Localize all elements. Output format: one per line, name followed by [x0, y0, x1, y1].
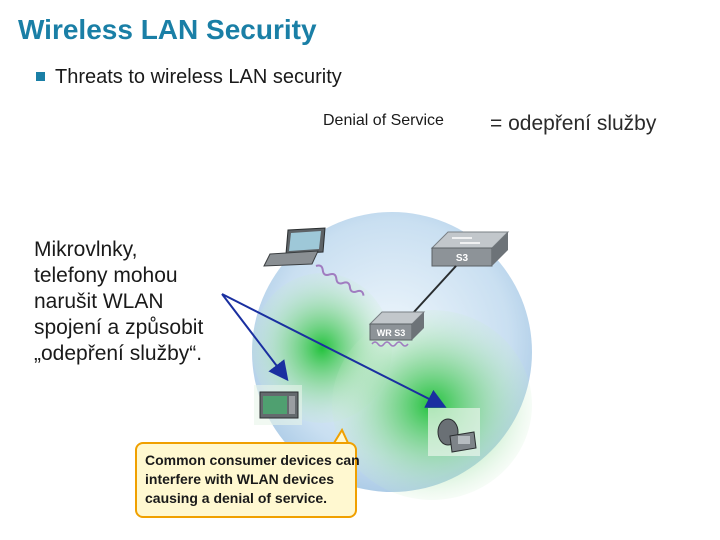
side-note-line: telefony mohou — [34, 264, 178, 287]
microwave-icon — [254, 385, 302, 425]
callout-line: interfere with WLAN devices — [145, 471, 335, 487]
diagram-title: Denial of Service — [323, 112, 444, 129]
translation-note: = odepření služby — [490, 112, 657, 135]
bullet-square-icon — [36, 72, 45, 81]
phone-icon — [428, 408, 480, 456]
wireless-signal-icon — [315, 264, 365, 296]
callout-line: Common consumer devices can — [145, 452, 360, 468]
bullet-item: Threats to wireless LAN security — [36, 66, 342, 89]
slide-title: Wireless LAN Security — [18, 14, 317, 45]
side-note-line: narušit WLAN — [34, 290, 164, 313]
switch-icon: S3 — [430, 231, 510, 267]
callout-line: causing a denial of service. — [145, 490, 328, 506]
side-note-line: „odepření služby“. — [34, 342, 203, 365]
switch-router-link — [413, 265, 457, 313]
interference-zone-right — [332, 310, 532, 500]
arrow-to-microwave — [221, 293, 289, 382]
laptop-icon — [263, 227, 326, 267]
callout-text: Common consumer devices can interfere wi… — [145, 451, 360, 508]
bullet-text: Threats to wireless LAN security — [55, 66, 342, 88]
side-note-line: spojení a způsobit — [34, 316, 204, 339]
router-label: WR S3 — [377, 328, 406, 338]
wireless-router-icon: WR S3 — [368, 311, 426, 347]
side-note-line: Mikrovlnky, — [34, 238, 138, 261]
switch-label: S3 — [456, 253, 469, 264]
callout-box: Common consumer devices can interfere wi… — [135, 442, 360, 518]
arrow-to-phone — [221, 293, 447, 408]
side-note: Mikrovlnky, telefony mohou narušit WLAN … — [34, 237, 254, 367]
